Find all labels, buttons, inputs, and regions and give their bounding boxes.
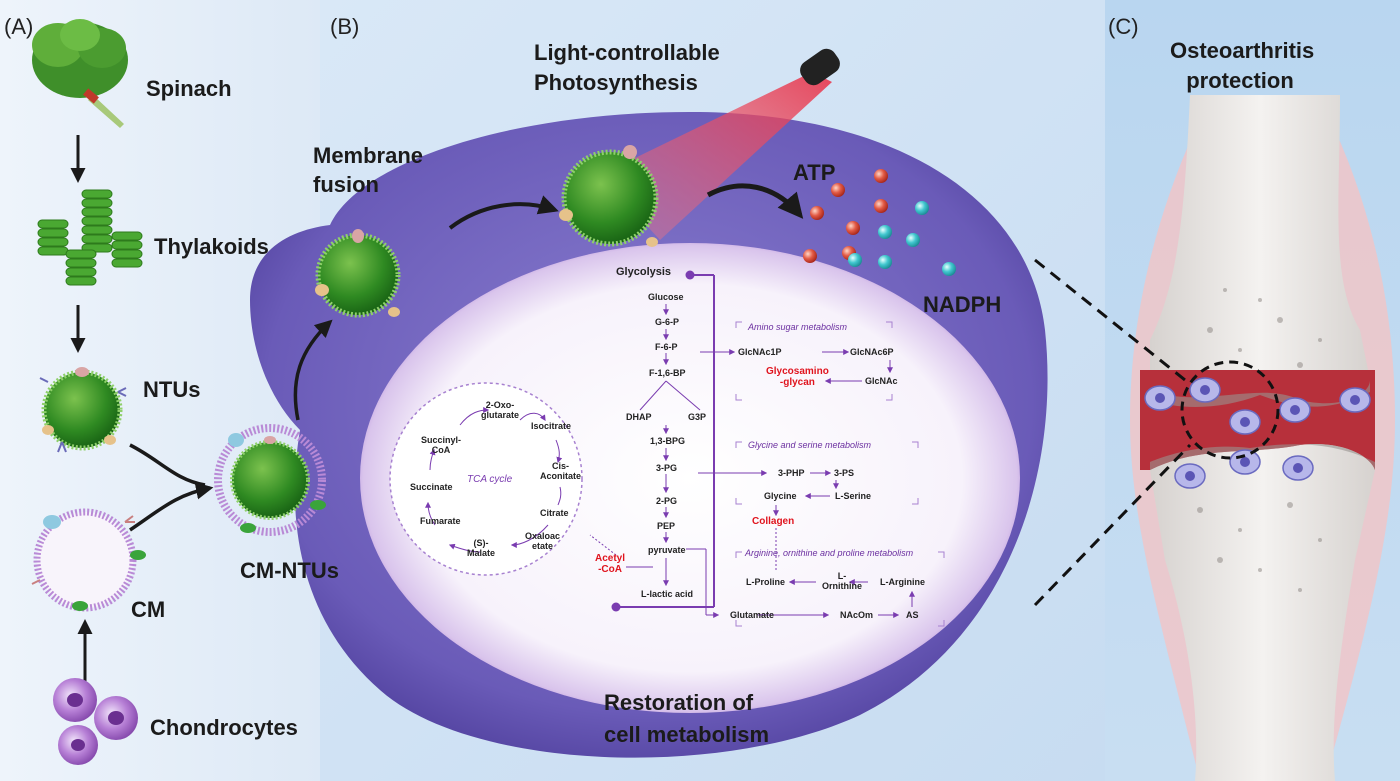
lower-bone	[1150, 444, 1375, 781]
joint-chondrocytes	[1144, 377, 1371, 489]
tca-succinate: Succinate	[410, 482, 453, 492]
arrow-to-atp	[706, 183, 804, 219]
label-nacom: NAcOm	[840, 610, 874, 620]
label-acetyl-coa: Acetyl -CoA	[595, 553, 626, 575]
fused-sphere-icon	[315, 229, 401, 318]
glycolysis-step: G-6-P	[655, 317, 680, 327]
label-g3p: G3P	[688, 412, 707, 422]
glycolysis-step: pyruvate	[648, 545, 686, 555]
label-3-ps: 3-PS	[834, 468, 855, 478]
arrow-cm-merge	[129, 482, 214, 532]
panel-label-c: (C)	[1108, 14, 1139, 39]
label-l-serine: L-Serine	[835, 491, 872, 501]
cm-membrane-icon	[31, 508, 146, 612]
label-collagen: Collagen	[752, 516, 795, 527]
label-glycosaminoglycan: Glycosamino -glycan	[766, 366, 829, 388]
label-l-ornithine: L- Ornithine	[822, 571, 862, 591]
label-chondrocytes: Chondrocytes	[150, 715, 298, 740]
glycolysis-step: L-lactic acid	[641, 589, 694, 599]
cm-ntu-sphere-icon	[214, 424, 326, 536]
label-glcnac6p: GlcNAc6P	[850, 347, 894, 357]
label-spinach: Spinach	[146, 76, 232, 101]
glycolysis-node	[685, 270, 695, 280]
label-membrane: Membrane	[313, 143, 424, 168]
label-photosynthesis: Photosynthesis	[534, 70, 698, 95]
tca-citrate: Citrate	[540, 508, 569, 518]
chondrocytes-icon	[53, 678, 138, 765]
label-3-php: 3-PHP	[778, 468, 805, 478]
label-glutamate: Glutamate	[730, 610, 775, 620]
pathway-brackets	[735, 321, 945, 627]
label-nadph: NADPH	[923, 292, 1002, 317]
atp-molecules	[803, 169, 888, 263]
label-glycine: Glycine	[764, 491, 797, 501]
label-osteoarthritis: Osteoarthritis	[1170, 38, 1315, 63]
tca-cis-aconitate: Cis- Aconitate	[540, 461, 582, 481]
lactate-node	[611, 602, 621, 612]
label-tca-cycle: TCA cycle	[467, 474, 513, 485]
zoom-line-bottom	[1033, 443, 1192, 607]
label-thylakoids: Thylakoids	[154, 234, 269, 259]
label-light: Light-controllable	[534, 40, 720, 65]
glycolysis-step: 2-PG	[656, 496, 678, 506]
arrow-fusion	[293, 319, 333, 421]
glycolysis-step: F-6-P	[655, 342, 678, 352]
label-l-arginine: L-Arginine	[880, 577, 925, 587]
label-fusion: fusion	[313, 172, 379, 197]
label-ntus: NTUs	[143, 377, 201, 402]
label-restoration: Restoration of	[604, 690, 754, 715]
glycolysis-step: PEP	[657, 521, 676, 531]
label-cm-ntus: CM-NTUs	[240, 558, 339, 583]
tca-succinyl-coa: Succinyl- CoA	[421, 435, 462, 455]
bone-texture	[1197, 288, 1322, 592]
thylakoids-icon	[37, 189, 143, 286]
tca-malate: (S)- Malate	[467, 538, 496, 558]
pathway-amino-sugar: Amino sugar metabolism	[748, 322, 848, 332]
ntu-sphere-icon	[39, 367, 127, 453]
spinach-icon	[32, 19, 128, 128]
pathway-arginine: Arginine, ornithine and proline metaboli…	[745, 548, 914, 558]
tca-cycle-boundary	[389, 382, 583, 576]
tca-arrows	[425, 407, 563, 553]
tca-oxoglutarate: 2-Oxo- glutarate	[481, 400, 520, 420]
glycolysis-step: 1,3-BPG	[650, 436, 686, 446]
panel-label-a: (A)	[4, 14, 34, 39]
panel-label-b: (B)	[330, 14, 360, 39]
tca-oxaloacetate: Oxaloac etate	[525, 531, 561, 551]
tca-isocitrate: Isocitrate	[531, 421, 572, 431]
label-atp: ATP	[793, 160, 836, 185]
arrow-to-photosynthesis	[448, 195, 559, 230]
glycolysis-step: 3-PG	[656, 463, 678, 473]
glycolysis-step: Glucose	[648, 292, 684, 302]
tca-fumarate: Fumarate	[420, 516, 461, 526]
label-cell-metabolism: cell metabolism	[604, 722, 770, 747]
pathway-glycine-serine: Glycine and serine metabolism	[748, 440, 872, 450]
label-dhap: DHAP	[626, 412, 652, 422]
label-l-proline: L-Proline	[746, 577, 786, 587]
glycolysis-arrows	[589, 274, 915, 618]
nadph-molecules	[848, 201, 956, 276]
label-glycolysis: Glycolysis	[616, 266, 672, 278]
glycolysis-step: F-1,6-BP	[649, 368, 686, 378]
label-cm: CM	[131, 597, 166, 622]
zoom-circle	[1180, 360, 1280, 460]
upper-bone	[1150, 95, 1370, 404]
label-protection: protection	[1186, 68, 1294, 93]
photosynthesis-sphere-icon	[559, 145, 659, 247]
light-source-icon	[800, 48, 840, 86]
metabolism-nucleus	[360, 243, 1020, 713]
zoom-line-top	[1034, 258, 1186, 382]
label-glcnac1p: GlcNAc1P	[738, 347, 782, 357]
label-glcnac: GlcNAc	[865, 376, 898, 386]
label-as: AS	[906, 610, 919, 620]
